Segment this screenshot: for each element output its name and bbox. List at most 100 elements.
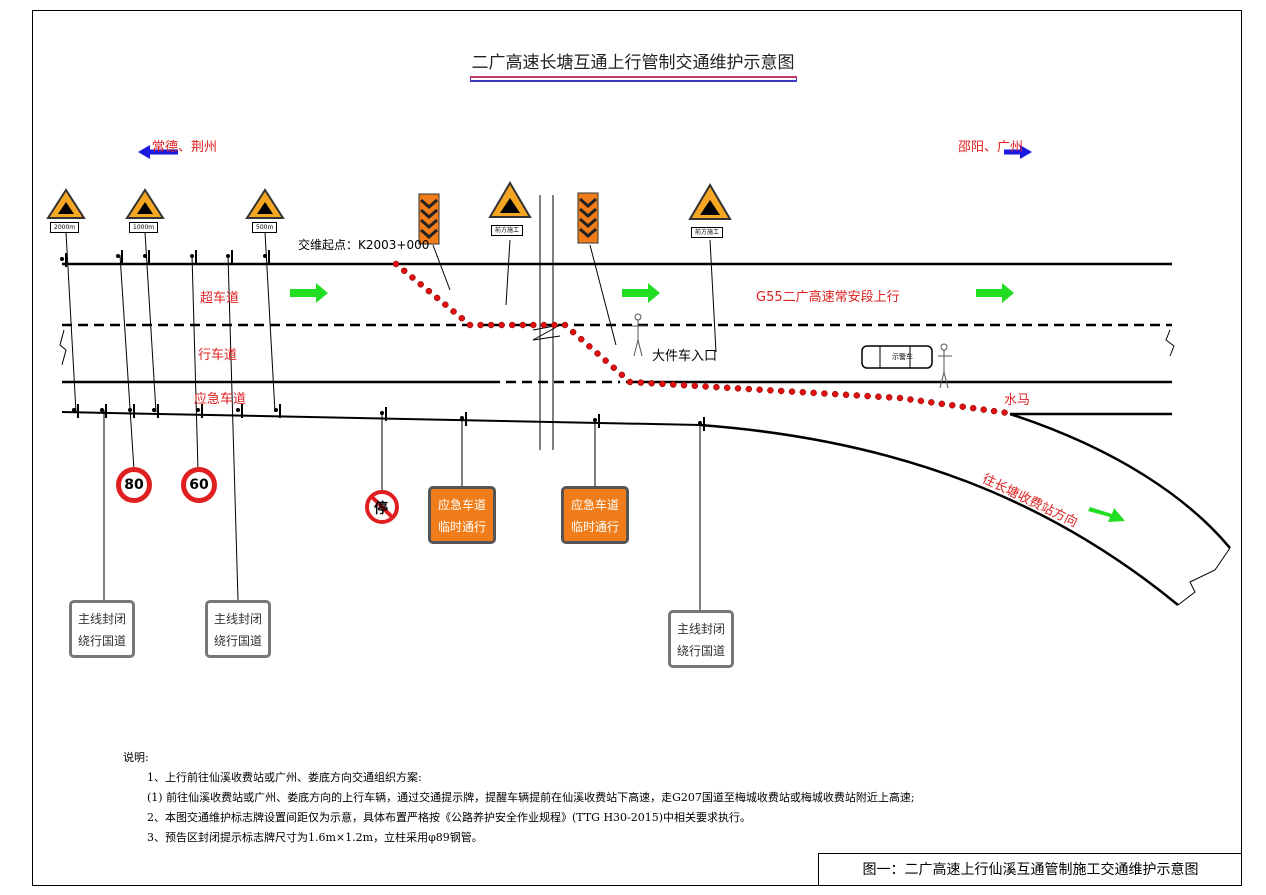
traffic-cone <box>458 314 466 322</box>
direction-right-label: 邵阳、广州 <box>958 140 1024 155</box>
traffic-cone <box>487 321 495 329</box>
delineator-post-head <box>196 408 200 412</box>
traffic-cone <box>433 294 441 302</box>
traffic-cone <box>864 392 871 400</box>
flagman-1 <box>632 313 646 357</box>
driving-lane-label: 行车道 <box>198 348 238 363</box>
notes-item-4: 3、预告区封闭提示标志牌尺寸为1.6m×1.2m，立柱采用φ89钢管。 <box>147 831 483 844</box>
break-mark-left <box>59 329 67 366</box>
traffic-cone <box>917 397 925 405</box>
traffic-cone <box>777 387 785 395</box>
traffic-cone <box>540 321 548 329</box>
overtaking-lane-label: 超车道 <box>200 291 240 306</box>
traffic-cone <box>896 394 904 402</box>
traffic-cone <box>842 391 850 399</box>
cone-taper-2 <box>561 321 1008 416</box>
emergency-lane-sign-2: 应急车道 临时通行 <box>561 486 629 544</box>
traffic-cone <box>594 350 601 357</box>
traffic-cone <box>498 321 505 329</box>
no-parking-sign <box>365 490 399 524</box>
traffic-cone <box>561 321 569 329</box>
closure-sign-line1: 主线封闭 <box>676 622 725 636</box>
traffic-cone <box>831 390 839 398</box>
delineator-post-head <box>116 254 120 258</box>
closure-sign-line1: 主线封闭 <box>213 612 262 626</box>
blue-arrow-left <box>138 145 178 159</box>
traffic-cone <box>969 404 977 412</box>
closure-sign-line2: 绕行国道 <box>77 634 126 648</box>
emergency-sign-line2: 临时通行 <box>570 520 619 534</box>
delineator-post-head <box>60 257 64 261</box>
emergency-lane-label: 应急车道 <box>194 392 247 407</box>
road-name-label: G55二广高速常安段上行 <box>756 290 900 305</box>
traffic-cone <box>1001 409 1008 416</box>
traffic-cone <box>959 403 966 410</box>
traffic-cone <box>734 385 742 392</box>
traffic-cone <box>586 343 593 350</box>
warning-sign-front-construction-1 <box>488 181 532 218</box>
traffic-cone <box>885 394 893 401</box>
green-arrow-2 <box>622 283 660 303</box>
traffic-cone <box>417 281 424 288</box>
figure-caption: 图一：二广高速上行仙溪互通管制施工交通维护示意图 <box>818 853 1242 886</box>
ramp-outer-edge <box>699 423 1179 606</box>
warning-sign-500m <box>245 188 285 219</box>
large-vehicle-entrance-label: 大件车入口 <box>652 349 718 364</box>
traffic-cone <box>788 388 796 395</box>
traffic-cone <box>702 383 709 390</box>
break-jag <box>532 324 561 341</box>
ramp-inner-edge <box>1009 412 1231 549</box>
closure-sign-line2: 绕行国道 <box>676 644 725 658</box>
traffic-cone <box>723 384 731 392</box>
traffic-cone <box>477 321 484 329</box>
chevron-board-1 <box>418 193 440 245</box>
notes-item-2: (1) 前往仙溪收费站或广州、娄底方向的上行车辆，通过交通提示牌，提醒车辆提前在… <box>147 791 915 804</box>
traffic-cone <box>713 383 720 391</box>
traffic-cone <box>799 388 807 396</box>
drawing-frame <box>32 10 1242 886</box>
traffic-cone <box>508 321 516 329</box>
green-arrow-1 <box>290 283 328 303</box>
traffic-cone <box>928 399 935 406</box>
distance-plate-500m: 500m <box>252 222 278 233</box>
traffic-cone <box>569 328 577 336</box>
closure-sign-line2: 绕行国道 <box>213 634 262 648</box>
closure-sign-2: 主线封闭 绕行国道 <box>205 600 271 658</box>
no-parking-text: 停 <box>374 501 388 517</box>
notes-heading: 说明: <box>123 751 149 764</box>
road-shoulder-edge <box>61 411 701 426</box>
traffic-cone <box>392 260 400 268</box>
delineator-post-head <box>152 408 156 412</box>
traffic-cone <box>530 321 537 329</box>
traffic-cone <box>648 380 655 387</box>
traffic-cone <box>425 287 433 295</box>
traffic-cone <box>680 381 688 389</box>
traffic-cone <box>637 379 645 386</box>
traffic-cone <box>551 321 558 329</box>
traffic-cone <box>602 357 609 364</box>
traffic-cone <box>519 321 527 329</box>
traffic-cone <box>442 301 449 308</box>
front-construction-plate-2: 前方施工 <box>691 227 724 238</box>
leader-lines <box>65 231 717 610</box>
green-arrow-3 <box>976 283 1014 303</box>
traffic-cone <box>949 402 956 409</box>
traffic-cone <box>990 407 998 415</box>
closure-sign-1: 主线封闭 绕行国道 <box>69 600 135 658</box>
cone-taper-1 <box>392 260 558 329</box>
distance-plate-1000m: 1000m <box>129 222 159 233</box>
traffic-cone <box>626 378 634 386</box>
notes-item-1: 1、上行前往仙溪收费站或广州、娄底方向交通组织方案: <box>147 771 422 784</box>
diagram-title: 二广高速长塘互通上行管制交通维护示意图 <box>0 48 1266 78</box>
traffic-cone <box>669 381 677 388</box>
traffic-cone <box>853 392 861 399</box>
warning-sign-front-construction-2 <box>688 183 732 220</box>
traffic-cone <box>578 336 585 343</box>
delineator-post-head <box>72 408 76 412</box>
traffic-cone <box>618 371 626 379</box>
traffic-cone <box>821 390 828 397</box>
traffic-cone <box>409 274 416 281</box>
traffic-cone <box>810 389 817 397</box>
delineator-post-head <box>100 408 104 412</box>
